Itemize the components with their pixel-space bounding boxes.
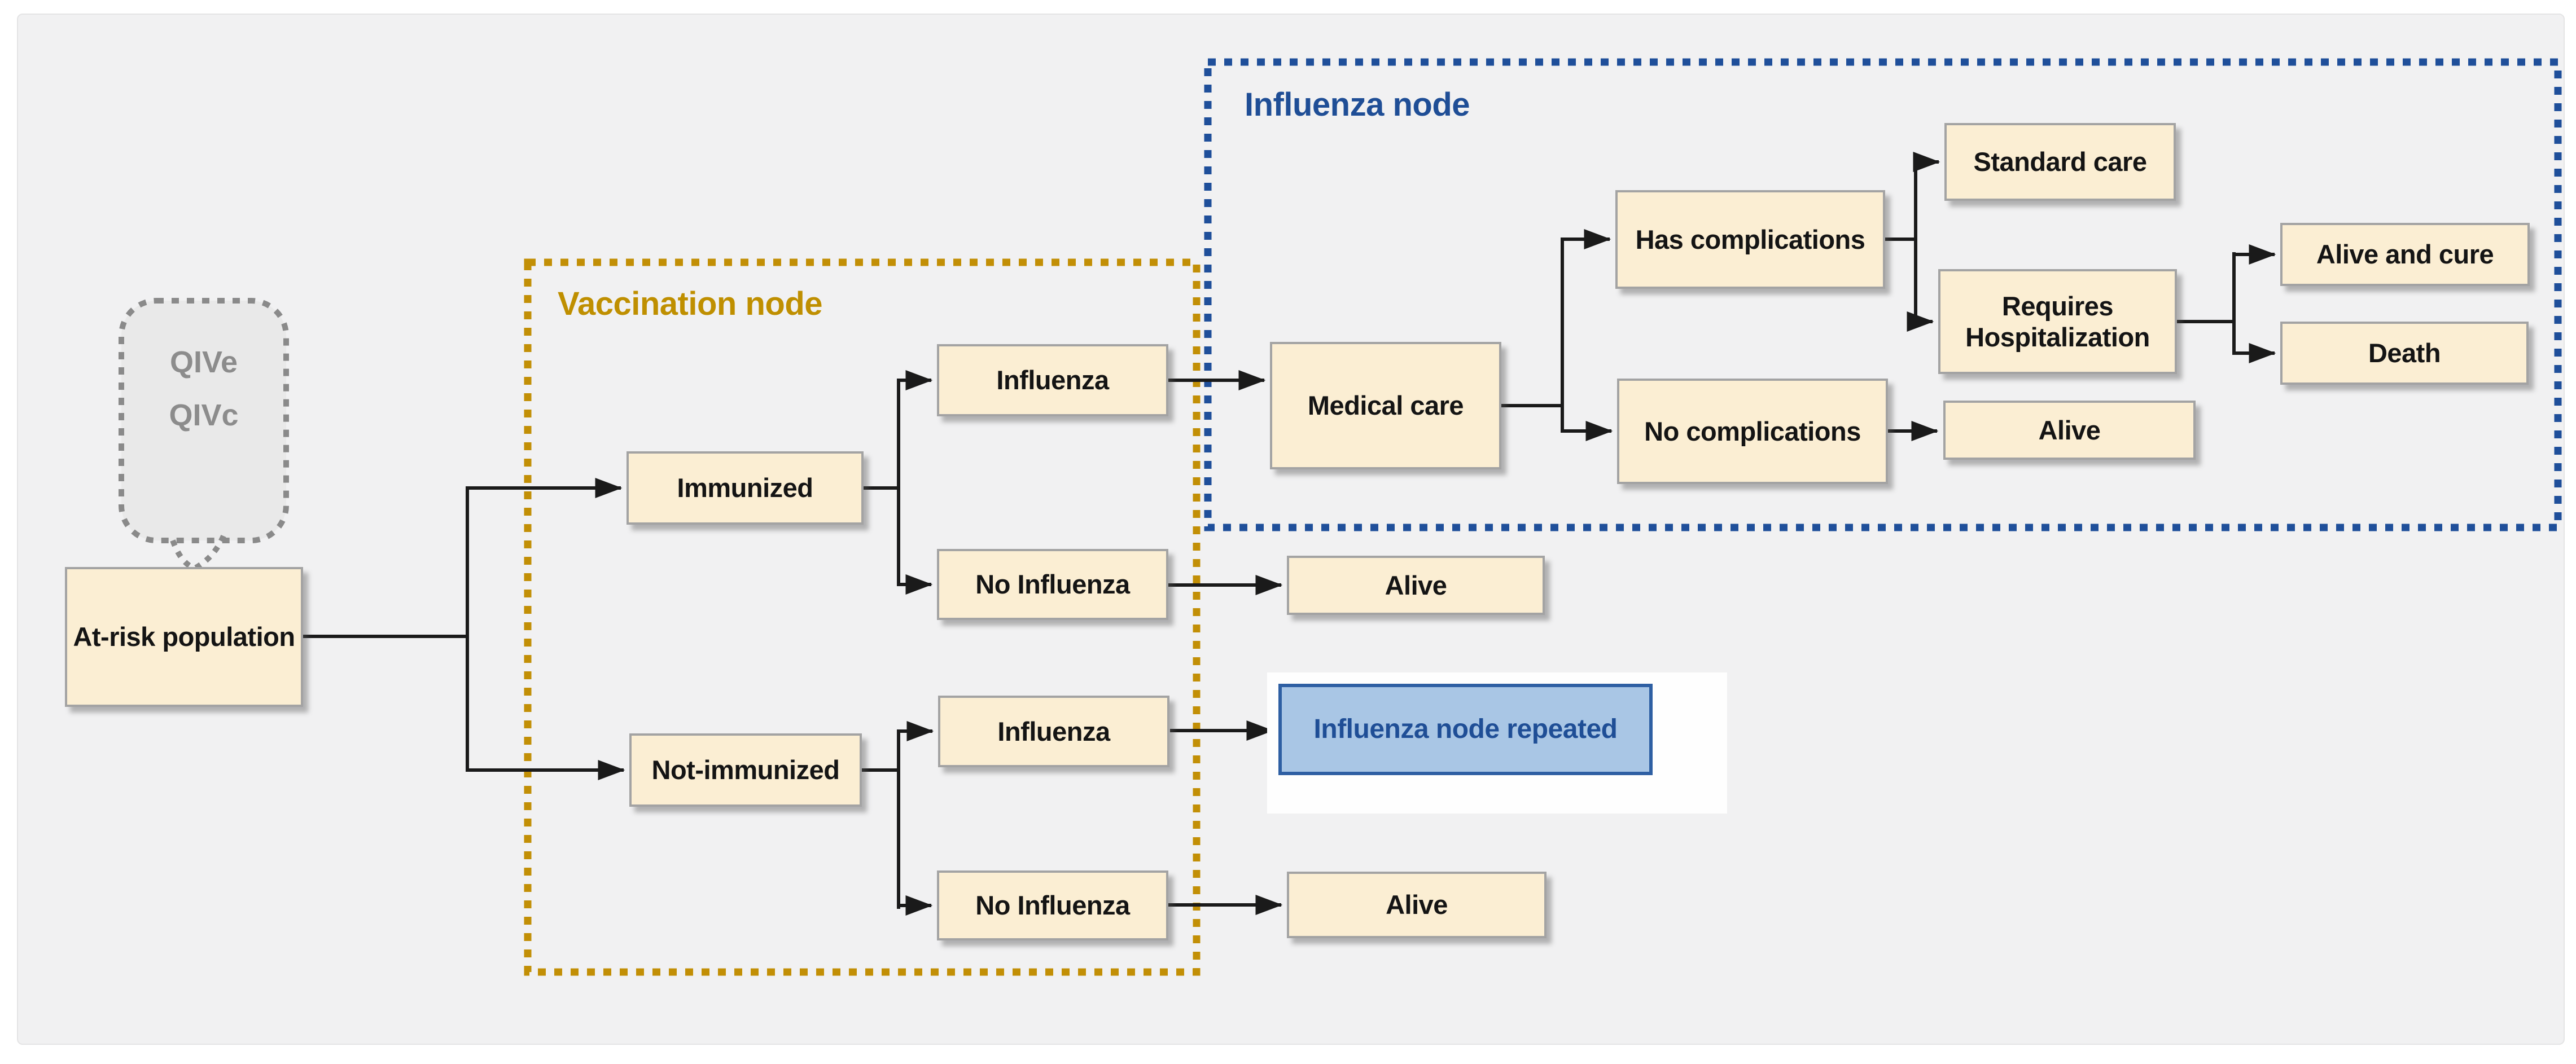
node-influenza-immunized: Influenza — [937, 344, 1168, 416]
callout-line-qivc: QIVc — [169, 398, 239, 432]
vaccination-node-border — [524, 258, 1201, 976]
strategy-callout-bubble — [119, 298, 289, 543]
vaccination-node-label: Vaccination node — [558, 285, 823, 322]
node-medical-care: Medical care — [1270, 342, 1501, 469]
strategy-callout-text: QIVe QIVc — [121, 336, 286, 442]
connectors — [302, 152, 2276, 916]
node-alive-and-cure: Alive and cure — [2280, 223, 2530, 286]
node-immunized: Immunized — [627, 451, 864, 525]
node-at-risk-population: At-risk population — [65, 567, 303, 707]
node-death: Death — [2280, 322, 2529, 385]
callout-tail-right — [192, 534, 226, 571]
node-no-influenza-immunized: No Influenza — [937, 549, 1168, 620]
node-no-complications: No complications — [1617, 379, 1888, 484]
node-no-influenza-not-immunized: No Influenza — [937, 870, 1168, 940]
node-influenza-not-immunized: Influenza — [938, 696, 1169, 767]
node-alive-immunized: Alive — [1287, 556, 1545, 615]
node-alive-not-immunized: Alive — [1287, 872, 1547, 938]
node-alive-no-complications: Alive — [1943, 401, 2196, 460]
node-influenza-node-repeated: Influenza node repeated — [1278, 684, 1653, 775]
node-standard-care: Standard care — [1944, 123, 2176, 201]
influenza-node-label: Influenza node — [1245, 86, 1470, 123]
callout-tail-left — [170, 539, 194, 570]
node-not-immunized: Not-immunized — [629, 733, 862, 807]
node-requires-hospitalization: Requires Hospitalization — [1938, 269, 2177, 374]
node-has-complications: Has complications — [1615, 190, 1885, 289]
influenza-node-border — [1204, 58, 2562, 531]
callout-line-qive: QIVe — [169, 345, 238, 379]
